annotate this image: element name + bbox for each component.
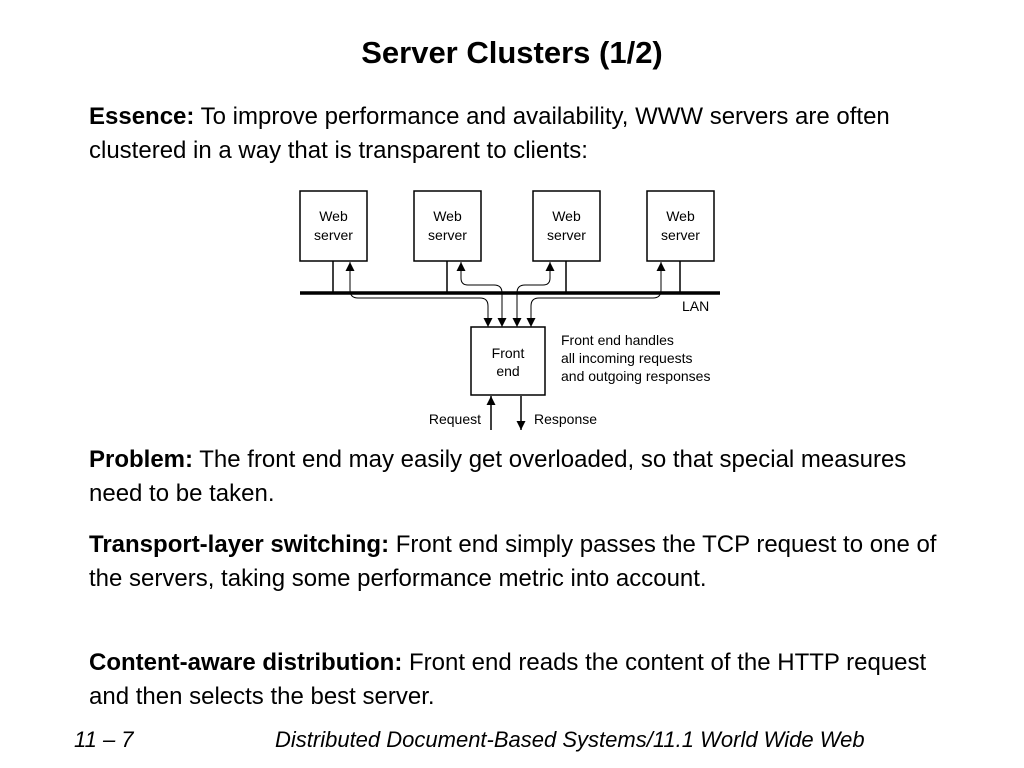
content-aware-label: Content-aware distribution: bbox=[89, 649, 403, 676]
transport-layer-paragraph: Transport-layer switching: Front end sim… bbox=[89, 528, 939, 596]
content-aware-paragraph: Content-aware distribution: Front end re… bbox=[89, 646, 939, 714]
note-line-3: and outgoing responses bbox=[561, 368, 710, 384]
web-server-4-line2: server bbox=[661, 227, 700, 243]
slide-title: Server Clusters (1/2) bbox=[361, 35, 663, 70]
request-label: Request bbox=[429, 411, 481, 427]
footer-page-number: 11 – 7 bbox=[74, 727, 134, 752]
server-cluster-diagram: Web server Web server Web server Web ser… bbox=[299, 190, 720, 430]
essence-label: Essence: bbox=[89, 103, 195, 130]
transport-layer-label: Transport-layer switching: bbox=[89, 531, 390, 558]
transport-layer-text: Front end simply passes the TCP request … bbox=[89, 531, 937, 592]
content-aware-text: Front end reads the content of the HTTP … bbox=[89, 649, 927, 710]
footer-section-title: Distributed Document-Based Systems/11.1 … bbox=[275, 727, 865, 752]
front-end-note: Front end handles all incoming requests … bbox=[561, 332, 710, 384]
front-end-box: Front end bbox=[470, 326, 546, 396]
problem-label: Problem: bbox=[89, 446, 194, 473]
web-server-2: Web server bbox=[413, 190, 482, 262]
web-server-3: Web server bbox=[532, 190, 601, 262]
front-end-line1: Front bbox=[492, 345, 525, 361]
web-server-2-line1: Web bbox=[433, 208, 462, 224]
web-server-2-line2: server bbox=[428, 227, 467, 243]
note-line-1: Front end handles bbox=[561, 332, 674, 348]
response-label: Response bbox=[534, 411, 597, 427]
essence-text: To improve performance and availability,… bbox=[89, 103, 890, 164]
problem-text: The front end may easily get overloaded,… bbox=[89, 446, 907, 507]
web-server-4-line1: Web bbox=[666, 208, 695, 224]
web-server-4: Web server bbox=[646, 190, 715, 262]
note-line-2: all incoming requests bbox=[561, 350, 693, 366]
web-server-1-line2: server bbox=[314, 227, 353, 243]
problem-paragraph: Problem: The front end may easily get ov… bbox=[89, 443, 939, 511]
essence-paragraph: Essence: To improve performance and avai… bbox=[89, 100, 939, 168]
front-end-line2: end bbox=[496, 363, 519, 379]
web-server-3-line2: server bbox=[547, 227, 586, 243]
routing-arrows bbox=[345, 262, 666, 327]
web-server-3-line1: Web bbox=[552, 208, 581, 224]
server-lan-connectors bbox=[332, 261, 681, 293]
lan-label: LAN bbox=[682, 298, 709, 314]
web-server-1-line1: Web bbox=[319, 208, 348, 224]
web-server-1: Web server bbox=[299, 190, 368, 262]
